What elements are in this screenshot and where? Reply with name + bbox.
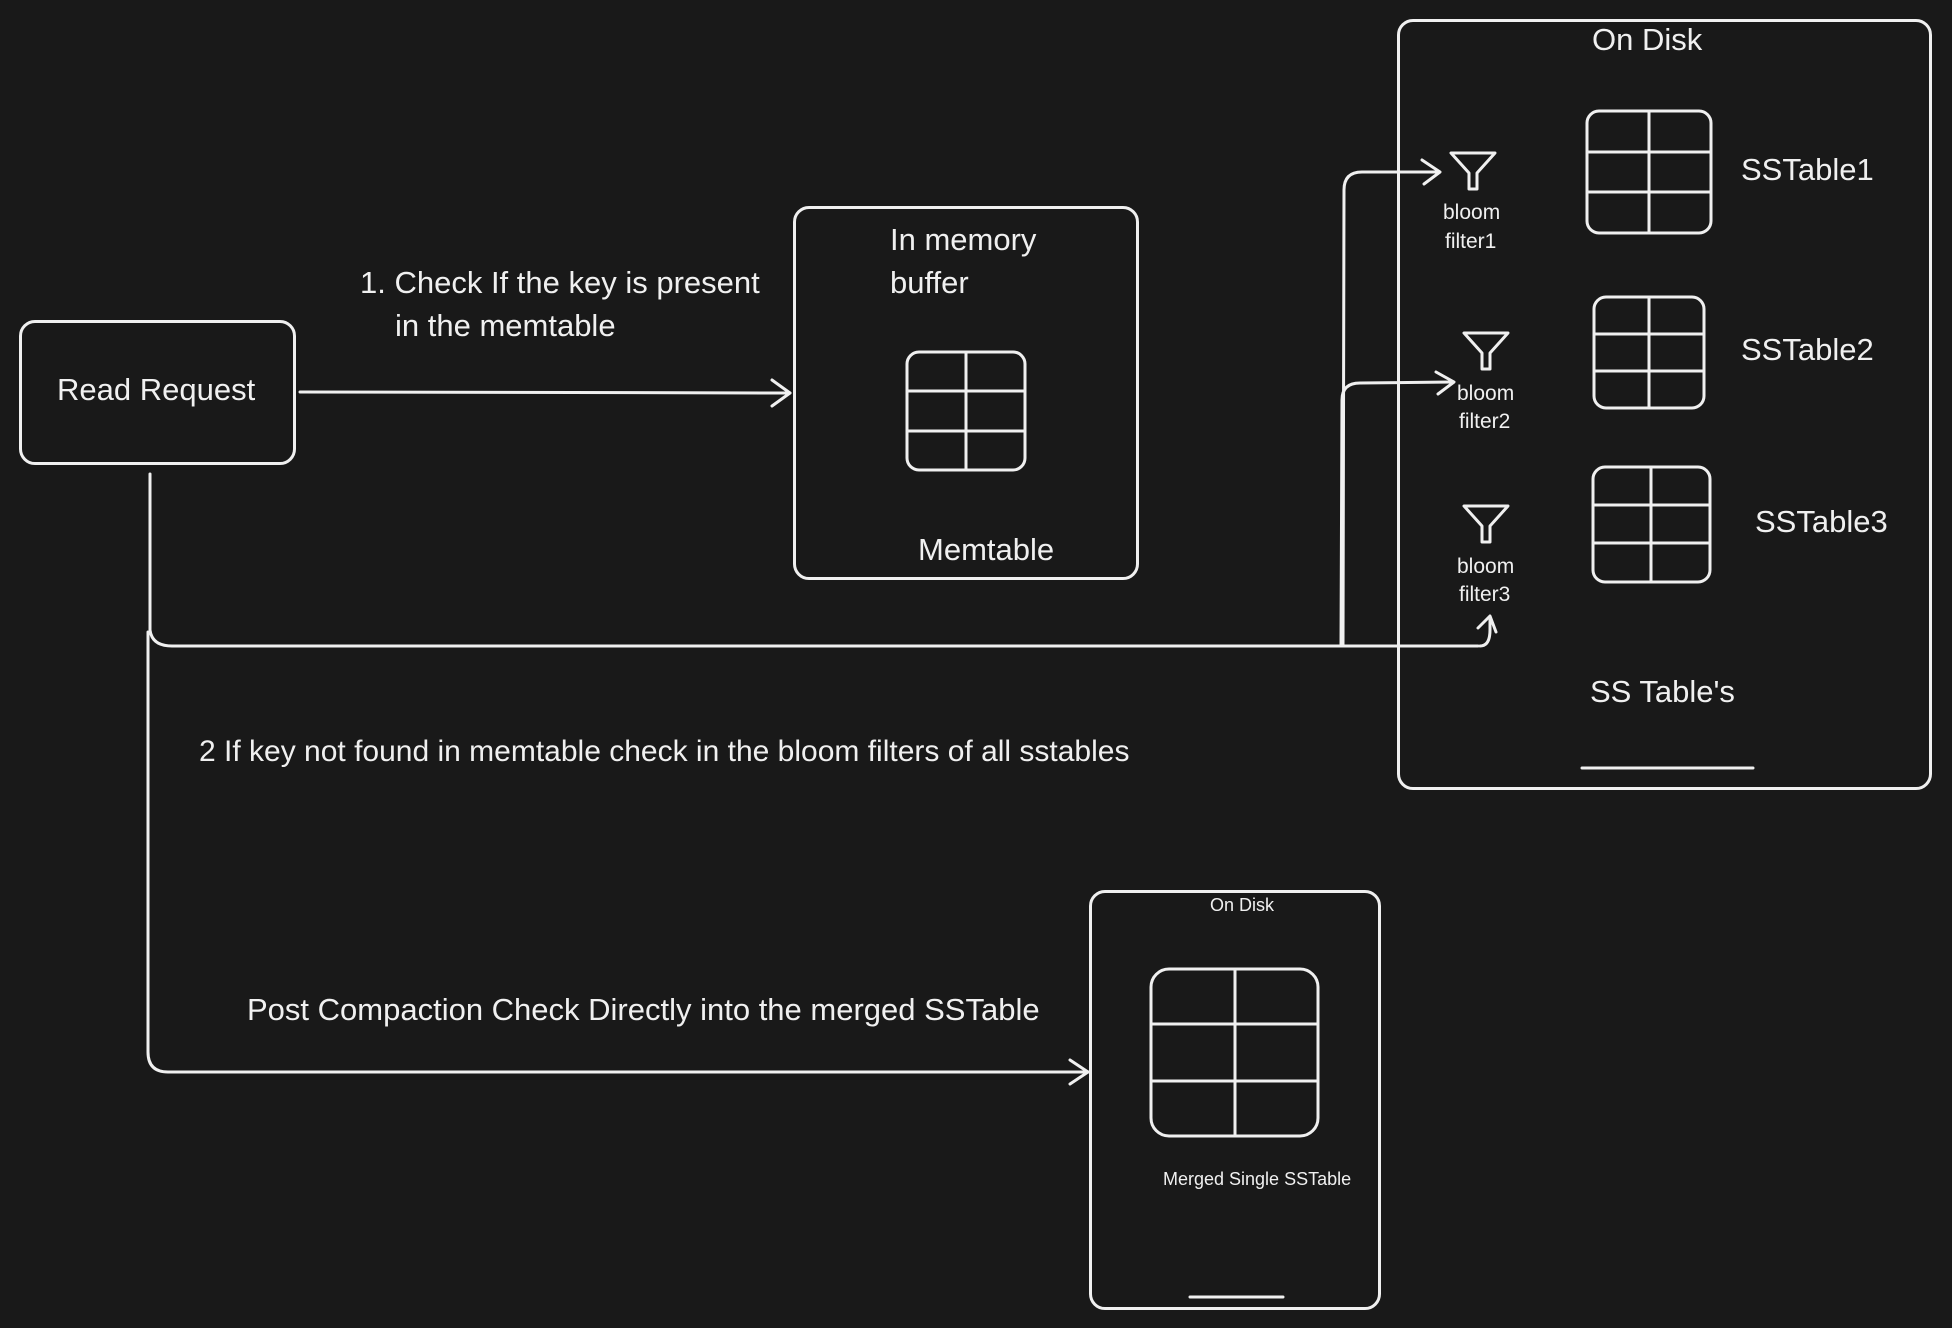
sstable1-table-icon bbox=[1585, 109, 1713, 235]
bloom-filter1-line1: bloom bbox=[1443, 201, 1501, 224]
step2-text: 2 If key not found in memtable check in … bbox=[199, 735, 1130, 768]
sstable2-table-icon bbox=[1592, 295, 1706, 410]
funnel-icon bbox=[1462, 504, 1510, 544]
read-request-box bbox=[19, 320, 296, 465]
bloom-filter1-line2: filter1 bbox=[1445, 230, 1497, 253]
sstable3-table-icon bbox=[1591, 465, 1712, 584]
merged-sstable-label: Merged Single SSTable bbox=[1163, 1169, 1352, 1189]
merged-sstable-table-icon bbox=[1149, 967, 1320, 1138]
memtable-label: Memtable bbox=[918, 532, 1055, 567]
arrow-to-bloom-filters bbox=[148, 158, 1498, 648]
bloom-filter3-line1: bloom bbox=[1457, 555, 1515, 578]
memtable-table-icon bbox=[905, 350, 1027, 472]
read-request-label: Read Request bbox=[57, 372, 256, 407]
memtable-title-line1: In memory bbox=[890, 222, 1037, 257]
arrow-to-merged-sstable bbox=[146, 630, 1090, 1086]
funnel-icon bbox=[1462, 331, 1510, 371]
memtable-title-line2: buffer bbox=[890, 265, 969, 300]
post-compaction-text: Post Compaction Check Directly into the … bbox=[247, 992, 1040, 1027]
sstable3-label: SSTable3 bbox=[1755, 504, 1888, 539]
step1-text-line2: in the memtable bbox=[395, 308, 616, 343]
bloom-filter2-line2: filter2 bbox=[1459, 410, 1511, 433]
bloom-filter2-line1: bloom bbox=[1457, 382, 1515, 405]
funnel-icon bbox=[1449, 151, 1497, 191]
merged-sstable-box bbox=[1089, 890, 1381, 1310]
sstable2-label: SSTable2 bbox=[1741, 332, 1874, 367]
bloom-filter3-line2: filter3 bbox=[1459, 583, 1511, 606]
step1-text-line1: 1. Check If the key is present bbox=[360, 265, 760, 300]
on-disk-title: On Disk bbox=[1592, 22, 1703, 57]
arrow-to-memtable bbox=[298, 378, 792, 408]
sstable1-label: SSTable1 bbox=[1741, 152, 1874, 187]
on-disk-box bbox=[1397, 19, 1932, 790]
memtable-box bbox=[793, 206, 1139, 580]
merged-box-title: On Disk bbox=[1210, 895, 1275, 915]
ss-tables-footer-label: SS Table's bbox=[1590, 674, 1735, 709]
